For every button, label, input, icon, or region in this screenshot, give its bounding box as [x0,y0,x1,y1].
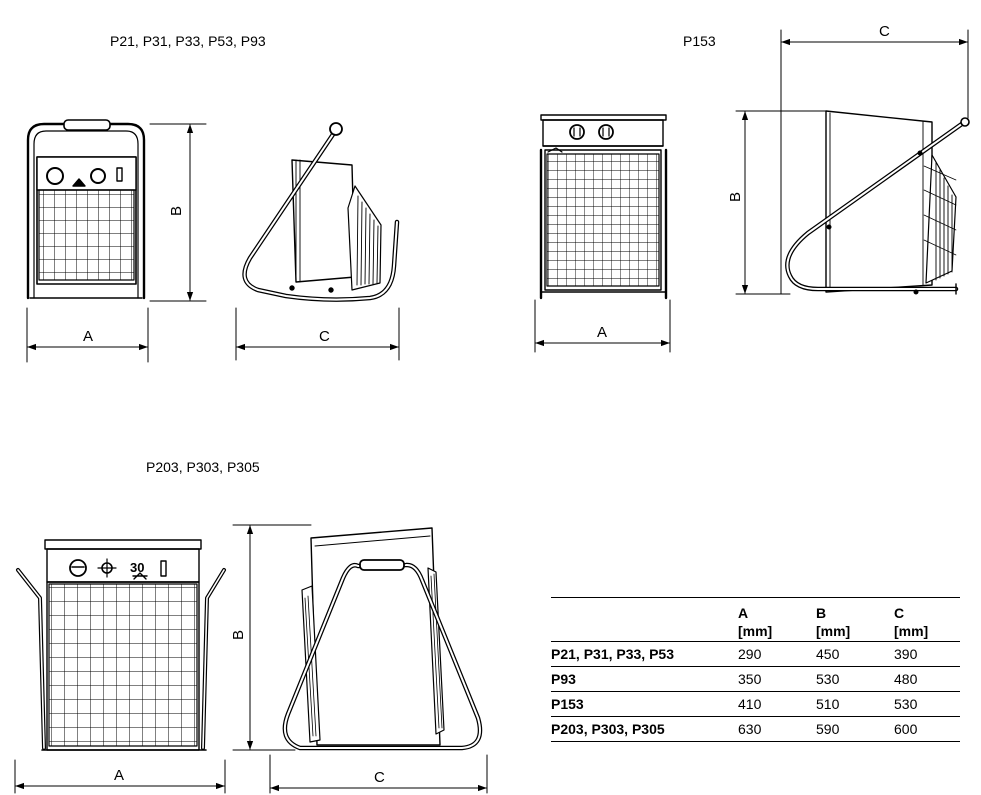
dimensions-table: A[mm] B[mm] C[mm] P21, P31, P33, P53 290… [551,597,960,742]
table-cell-c: 530 [894,696,918,712]
heat-symbol-icon [132,572,148,580]
table-cell-c: 480 [894,671,918,687]
heat-symbol-icon [72,178,86,187]
table-cell-b: 450 [816,646,840,662]
medium-heater-side-view [785,110,970,295]
table-header-c: C[mm] [894,605,929,639]
dial-icon [69,559,87,577]
control-setting-label: 30 [130,560,144,575]
dim-label-b-small: B [168,206,185,216]
dim-label-c-medium: C [879,23,890,40]
thermometer-icon [160,560,167,577]
table-cell-b: 510 [816,696,840,712]
group-title-small: P21, P31, P33, P53, P93 [110,33,266,49]
table-cell-a: 350 [738,671,762,687]
table-cell-model: P203, P303, P305 [551,721,665,737]
dial-icon [90,168,106,184]
table-cell-model: P93 [551,671,576,687]
dim-label-c-large: C [374,769,385,786]
dim-label-a-small: A [83,328,93,345]
table-header-a: A[mm] [738,605,773,639]
dial-icon [46,167,64,185]
table-header-model [551,598,738,642]
table-row: P93 350 530 480 [551,667,960,692]
table-cell-a: 630 [738,721,762,737]
dim-label-b-large: B [230,630,247,640]
dial-icon [598,124,614,140]
table-row: P203, P303, P305 630 590 600 [551,717,960,742]
dim-label-a-medium: A [597,324,607,341]
table-row: P153 410 510 530 [551,692,960,717]
dim-label-b-medium: B [727,192,744,202]
dimension-lines [14,29,969,794]
table-cell-b: 590 [816,721,840,737]
small-heater-front-view [26,119,146,300]
dial-icon [569,124,585,140]
table-cell-c: 390 [894,646,918,662]
table-header-row: A[mm] B[mm] C[mm] [551,597,960,642]
thermometer-icon [116,167,123,182]
table-cell-a: 290 [738,646,762,662]
small-heater-side-view [242,122,400,302]
group-title-medium: P153 [683,33,716,49]
table-cell-b: 530 [816,671,840,687]
large-heater-front-view [16,539,226,751]
dim-label-c-small: C [319,328,330,345]
dim-label-a-large: A [114,767,124,784]
table-cell-c: 600 [894,721,918,737]
table-cell-model: P21, P31, P33, P53 [551,646,674,662]
table-cell-model: P153 [551,696,584,712]
table-row: P21, P31, P33, P53 290 450 390 [551,642,960,667]
group-title-large: P203, P303, P305 [146,459,260,475]
medium-heater-front-view [539,114,668,300]
table-header-b: B[mm] [816,605,851,639]
table-cell-a: 410 [738,696,762,712]
large-heater-side-view [282,527,483,751]
